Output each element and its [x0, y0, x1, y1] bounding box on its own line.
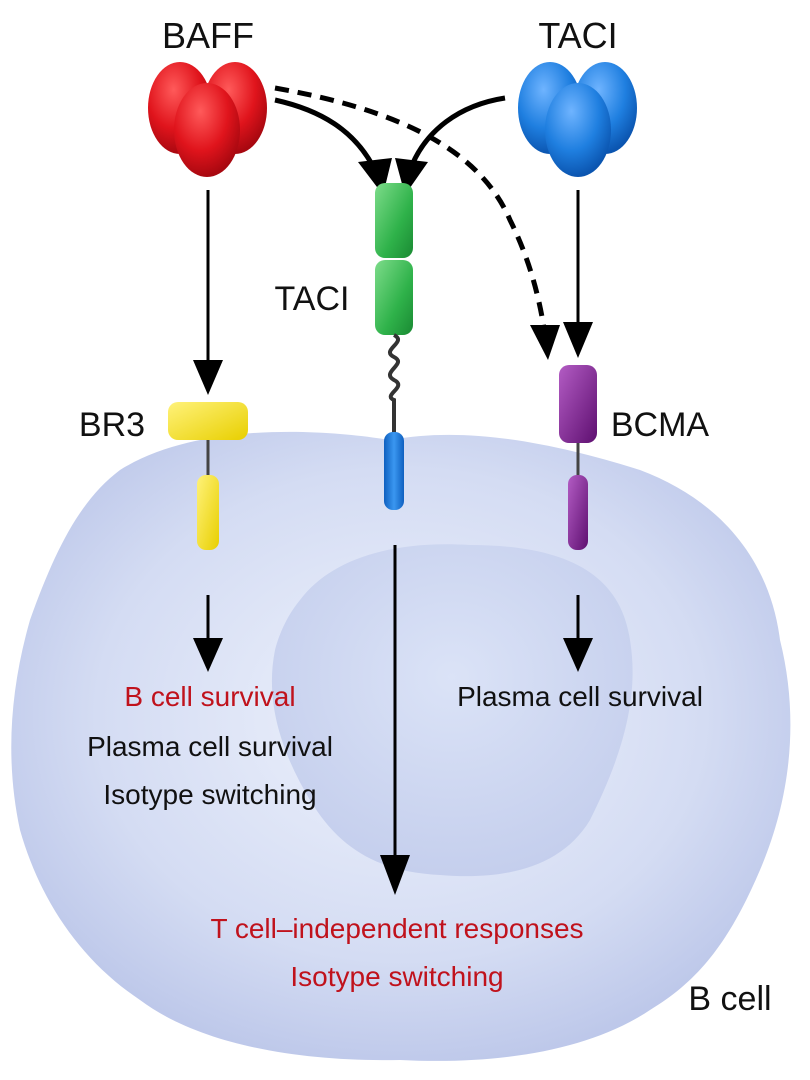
- arrow-baff-bcma-dashed: [274, 85, 548, 336]
- arrowhead-bcma-outcome: [563, 638, 593, 672]
- outcome-taci-1: T cell–independent responses: [210, 913, 583, 944]
- label-baff: BAFF: [162, 15, 254, 56]
- label-br3: BR3: [79, 406, 145, 444]
- taci-receptor: [375, 183, 413, 510]
- arrow-baff-taci: [274, 97, 378, 172]
- outcome-br3-3: Isotype switching: [103, 779, 316, 810]
- taci-ligand: [518, 62, 637, 177]
- arrowhead-taci-outcome: [380, 855, 410, 895]
- label-taci-ligand: TACI: [538, 15, 617, 56]
- arrowhead-bcma: [563, 322, 593, 358]
- arrows: [206, 85, 580, 865]
- outcome-br3-2: Plasma cell survival: [87, 731, 333, 762]
- baff-ligand: [148, 62, 267, 177]
- outcome-br3-1: B cell survival: [124, 681, 295, 712]
- nucleus: [271, 544, 633, 877]
- outcome-bcma-1: Plasma cell survival: [457, 681, 703, 712]
- arrowheads: [193, 158, 593, 895]
- arrowhead-br3-outcome: [193, 638, 223, 672]
- br3-receptor: [168, 402, 248, 550]
- bcma-receptor: [559, 365, 597, 550]
- label-bcma: BCMA: [611, 406, 710, 444]
- label-b-cell: B cell: [688, 980, 771, 1018]
- outcome-taci-2: Isotype switching: [290, 961, 503, 992]
- arrowhead-dashed-bcma: [530, 325, 560, 360]
- label-taci-receptor: TACI: [275, 280, 350, 318]
- arrowhead-br3: [193, 360, 223, 395]
- arrow-taciligand-taci: [407, 95, 506, 171]
